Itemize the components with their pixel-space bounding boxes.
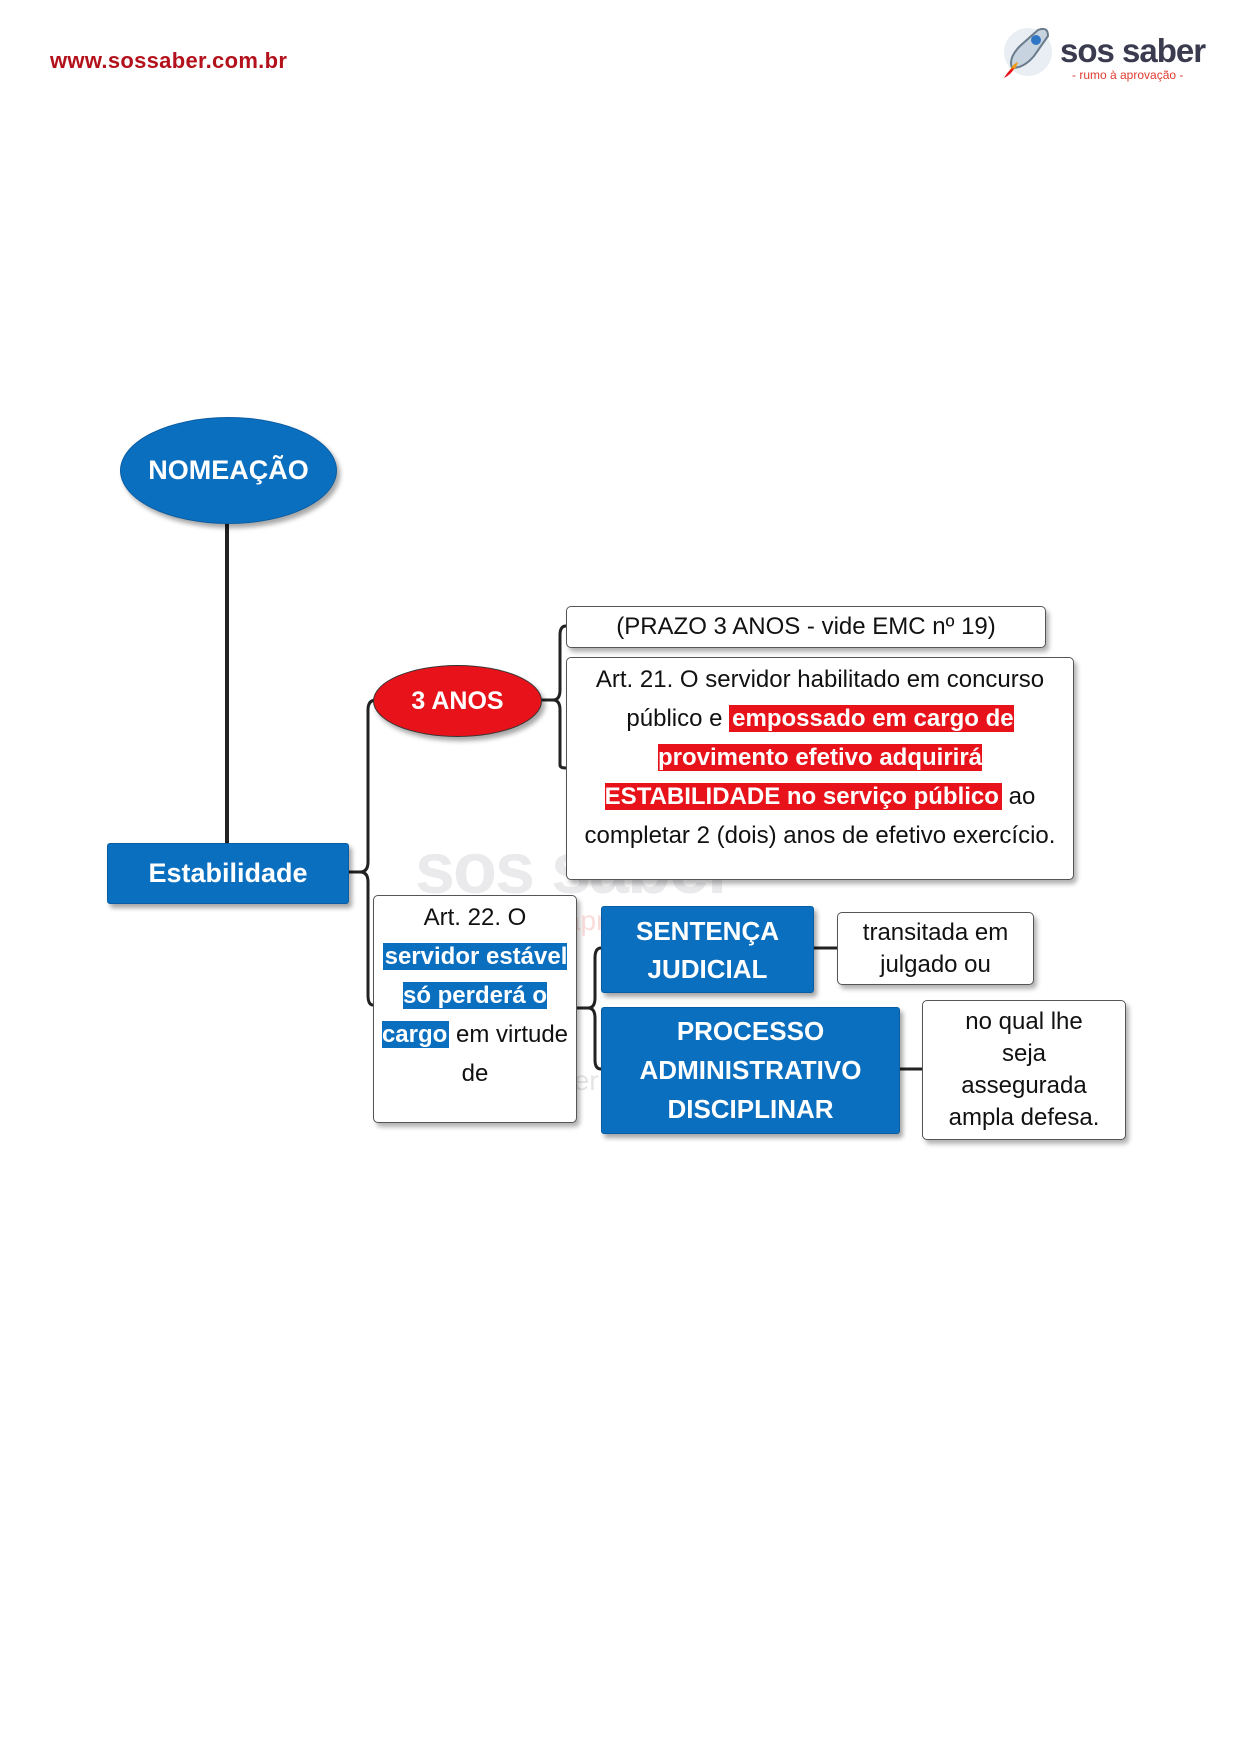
noqual-line-4: ampla defesa. [948,1104,1100,1131]
node-processo-administrativo: PROCESSO ADMINISTRATIVO DISCIPLINAR [601,1007,900,1134]
site-url[interactable]: www.sossaber.com.br [50,48,288,73]
node-estabilidade: Estabilidade [107,843,349,904]
node-3-anos: 3 ANOS [373,665,542,737]
sos-saber-logo: sos saber - rumo à aprovação - [998,18,1218,84]
art22-outro: em virtude de [449,1021,569,1087]
art21-intro: Art. 21. O servidor habilitado em concur… [595,666,1045,732]
transitada-line-1: transitada em [862,918,1009,946]
processo-line-3: DISCIPLINAR [667,1094,834,1124]
node-prazo: (PRAZO 3 ANOS - vide EMC nº 19) [566,606,1046,648]
node-ampla-defesa: no qual lhe seja assegurada ampla defesa… [922,1000,1126,1140]
node-sentenca-judicial: SENTENÇA JUDICIAL [601,906,814,993]
transitada-line-2: julgado ou [880,950,991,978]
logo-wordmark: sos saber [1060,32,1206,69]
noqual-line-1: no qual lhe [965,1008,1083,1035]
logo-tagline: - rumo à aprovação - [1072,68,1184,82]
sentenca-line-1: SENTENÇA [635,915,779,946]
art21-outro: ao completar 2 (dois) anos de efetivo ex… [584,783,1056,849]
node-art21: Art. 21. O servidor habilitado em concur… [566,657,1074,880]
processo-line-2: ADMINISTRATIVO [639,1055,862,1085]
art22-intro: Art. 22. O [423,904,527,931]
node-nomeacao: NOMEAÇÃO [120,417,337,524]
processo-line-1: PROCESSO [676,1016,825,1046]
link-estabilidade-3anos [347,698,377,874]
node-art22: Art. 22. O servidor estável só perderá o… [373,895,577,1123]
link-3anos-art21 [552,698,567,770]
link-3anos-prazo [540,624,567,702]
link-art22-sentenca [577,946,602,1010]
node-transitada: transitada em julgado ou [837,912,1034,985]
noqual-line-2: seja [1001,1040,1047,1067]
link-estabilidade-art22 [359,870,374,1007]
noqual-line-3: assegurada [961,1072,1087,1099]
link-art22-processo [587,1006,602,1071]
rocket-icon [1004,27,1052,78]
sentenca-line-2: JUDICIAL [647,953,768,984]
